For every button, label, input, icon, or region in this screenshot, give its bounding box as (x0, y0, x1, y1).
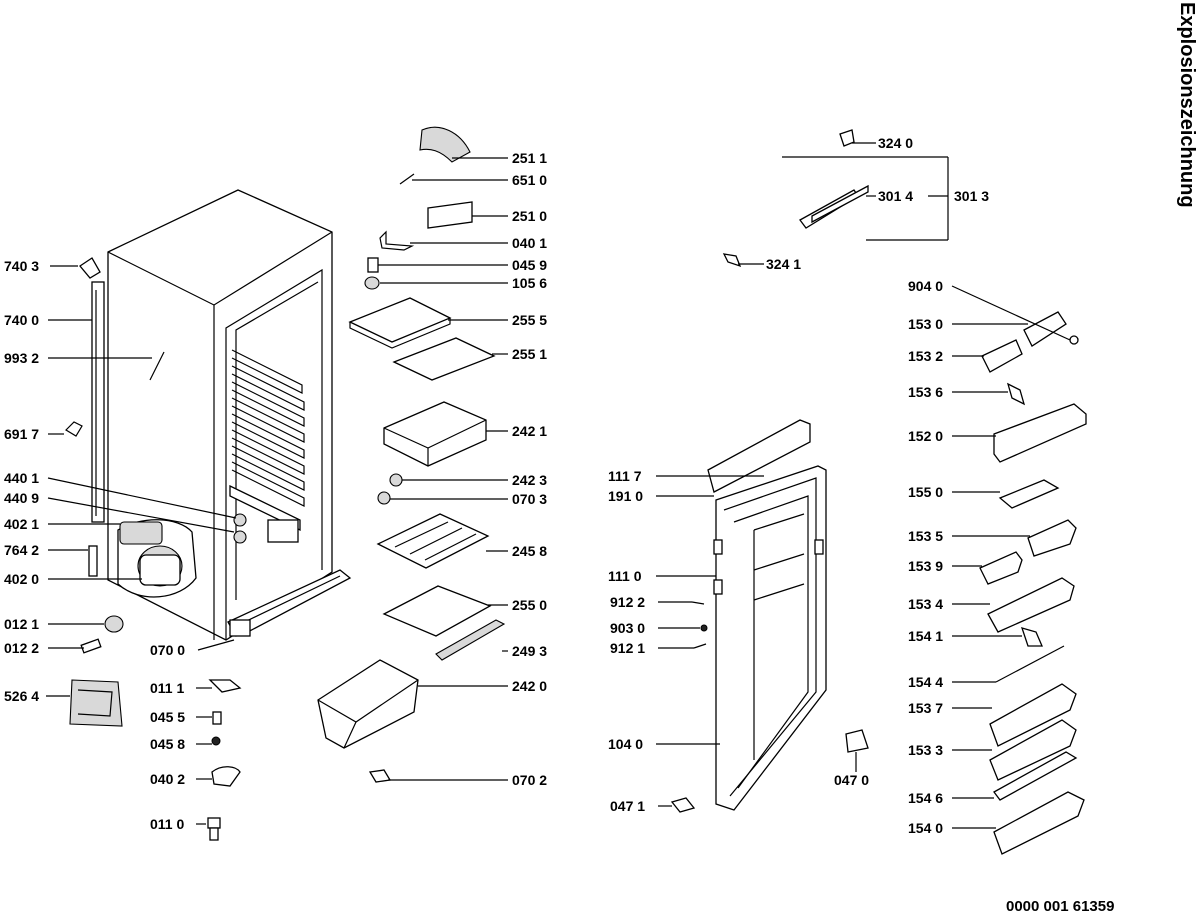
compressor-assembly (117, 513, 247, 598)
part-label: 070 3 (512, 491, 548, 507)
part-label: 047 1 (610, 798, 646, 814)
part-label: 526 4 (4, 688, 40, 704)
refrigerator-door (670, 419, 869, 813)
part-label: 242 3 (512, 472, 548, 488)
part-label: 324 1 (766, 256, 802, 272)
part-label: 255 5 (512, 312, 548, 328)
cabinet-shelf-rails (231, 349, 305, 507)
part-label: 251 1 (512, 150, 548, 166)
document-number: 0000 001 61359 (1006, 898, 1115, 915)
part-label: 047 0 (834, 772, 870, 788)
part-label: 249 3 (512, 643, 548, 659)
part-label: 045 9 (512, 257, 548, 273)
part-label: 242 1 (512, 423, 548, 439)
part-label: 440 1 (4, 470, 40, 486)
part-label: 912 1 (610, 640, 646, 656)
part-label: 154 6 (908, 790, 944, 806)
part-label: 105 6 (512, 275, 548, 291)
part-label: 153 3 (908, 742, 944, 758)
part-label: 255 1 (512, 346, 548, 362)
leader-lines (46, 142, 1071, 829)
part-label: 153 6 (908, 384, 944, 400)
part-label: 251 0 (512, 208, 548, 224)
part-label: 301 3 (954, 188, 990, 204)
part-label: 154 0 (908, 820, 944, 836)
part-label: 402 0 (4, 571, 40, 587)
part-label: 764 2 (4, 542, 40, 558)
part-label: 154 4 (908, 674, 944, 690)
part-label: 153 9 (908, 558, 944, 574)
part-label: 155 0 (908, 484, 944, 500)
part-label: 245 8 (512, 543, 548, 559)
part-label: 153 5 (908, 528, 944, 544)
drawing-title: Explosionszeichnung (1176, 2, 1198, 208)
door-bins (979, 311, 1087, 855)
part-label: 912 2 (610, 594, 646, 610)
part-label: 153 2 (908, 348, 944, 364)
part-label: 904 0 (908, 278, 944, 294)
part-label: 301 4 (878, 188, 914, 204)
part-label: 011 0 (150, 816, 185, 832)
part-label: 153 4 (908, 596, 944, 612)
part-label: 012 1 (4, 616, 40, 632)
part-label: 191 0 (608, 488, 644, 504)
part-label: 152 0 (908, 428, 944, 444)
part-label: 070 2 (512, 772, 548, 788)
part-label: 740 0 (4, 312, 40, 328)
part-label: 651 0 (512, 172, 548, 188)
part-label: 011 1 (150, 680, 185, 696)
top-trim-assembly (722, 129, 949, 268)
part-label: 255 0 (512, 597, 548, 613)
part-label: 040 2 (150, 771, 186, 787)
middle-parts (317, 126, 506, 783)
part-label: 402 1 (4, 516, 40, 532)
part-label: 903 0 (610, 620, 646, 636)
part-label: 070 0 (150, 642, 186, 658)
part-label: 040 1 (512, 235, 548, 251)
part-label: 740 3 (4, 258, 40, 274)
part-label: 324 0 (878, 135, 914, 151)
part-label: 012 2 (4, 640, 40, 656)
hardware-parts (207, 679, 242, 841)
part-label: 111 7 (608, 468, 642, 484)
part-label: 242 0 (512, 678, 548, 694)
part-label: 691 7 (4, 426, 40, 442)
part-label: 111 0 (608, 568, 642, 584)
part-label: 440 9 (4, 490, 40, 506)
part-label: 104 0 (608, 736, 644, 752)
part-label: 153 0 (908, 316, 944, 332)
part-label: 153 7 (908, 700, 944, 716)
part-label: 154 1 (908, 628, 944, 644)
part-label: 045 8 (150, 736, 186, 752)
part-label: 993 2 (4, 350, 40, 366)
part-label: 045 5 (150, 709, 186, 725)
left-parts (65, 257, 165, 727)
